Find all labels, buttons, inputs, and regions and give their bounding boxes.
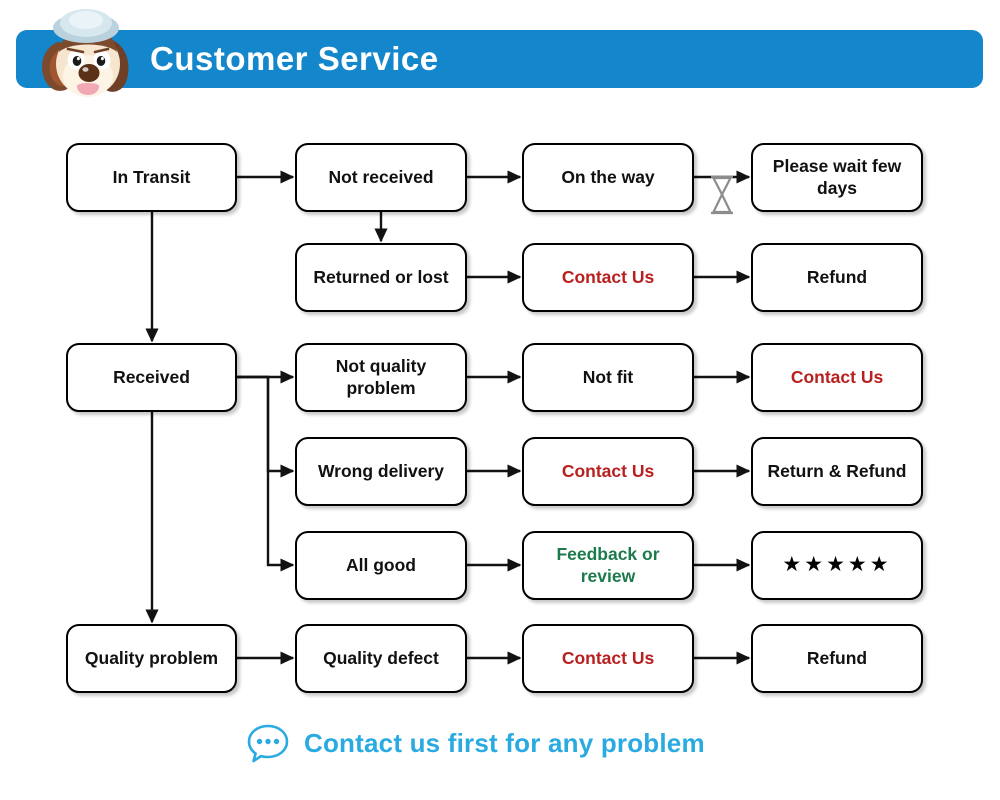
node-label: Quality problem	[84, 647, 219, 668]
footer-text: Contact us first for any problem	[304, 727, 705, 758]
node-label: Please wait few days	[772, 155, 902, 198]
node-label: Wrong delivery	[317, 460, 445, 481]
node-label: Contact Us	[561, 266, 655, 287]
node-label: Contact Us	[561, 460, 655, 481]
node-not-received[interactable]: Not received	[295, 143, 467, 212]
node-refund-returned-lost[interactable]: Refund	[751, 243, 923, 312]
chat-bubble-icon	[247, 724, 289, 763]
star-rating: ★★★★★	[782, 553, 892, 577]
node-label: In Transit	[112, 166, 191, 187]
dog-mascot-icon	[42, 9, 129, 97]
node-refund-quality-defect[interactable]: Refund	[751, 624, 923, 693]
node-in-transit[interactable]: In Transit	[66, 143, 237, 212]
node-contact-us-returned-lost[interactable]: Contact Us	[522, 243, 694, 312]
header-banner	[16, 30, 983, 88]
node-feedback-or-review[interactable]: Feedback or review	[522, 531, 694, 600]
node-label: On the way	[561, 166, 655, 187]
node-label: Feedback or review	[556, 543, 660, 586]
node-label: Received	[113, 366, 190, 387]
node-label: Return & Refund	[767, 460, 907, 481]
node-contact-us-wrong-delivery[interactable]: Contact Us	[522, 437, 694, 506]
node-label: Returned or lost	[313, 266, 449, 287]
node-quality-problem[interactable]: Quality problem	[66, 624, 237, 693]
node-please-wait-few-days[interactable]: Please wait few days	[751, 143, 923, 212]
node-label: Refund	[806, 647, 868, 668]
node-contact-us-quality-defect[interactable]: Contact Us	[522, 624, 694, 693]
node-label: Not received	[328, 166, 434, 187]
node-all-good[interactable]: All good	[295, 531, 467, 600]
node-received[interactable]: Received	[66, 343, 237, 412]
node-label: All good	[346, 554, 416, 575]
node-label: Not fit	[582, 366, 634, 387]
node-return-and-refund[interactable]: Return & Refund	[751, 437, 923, 506]
hourglass-icon	[711, 175, 733, 215]
node-contact-us-not-fit[interactable]: Contact Us	[751, 343, 923, 412]
node-label: Refund	[806, 266, 868, 287]
node-label: Contact Us	[561, 647, 655, 668]
node-returned-or-lost[interactable]: Returned or lost	[295, 243, 467, 312]
footer-contact-note: Contact us first for any problem	[246, 718, 705, 768]
edge-received-to-wrong-delivery	[237, 375, 295, 478]
node-on-the-way[interactable]: On the way	[522, 143, 694, 212]
node-label: Quality defect	[323, 647, 439, 668]
page-title: Customer Service	[150, 40, 439, 77]
node-five-star-rating[interactable]: ★★★★★	[751, 531, 923, 600]
node-not-quality-problem[interactable]: Not quality problem	[295, 343, 467, 412]
node-label: Not quality problem	[335, 355, 427, 398]
node-not-fit[interactable]: Not fit	[522, 343, 694, 412]
edge-received-to-all-good	[237, 375, 295, 572]
node-wrong-delivery[interactable]: Wrong delivery	[295, 437, 467, 506]
node-quality-defect[interactable]: Quality defect	[295, 624, 467, 693]
node-label: Contact Us	[790, 366, 884, 387]
